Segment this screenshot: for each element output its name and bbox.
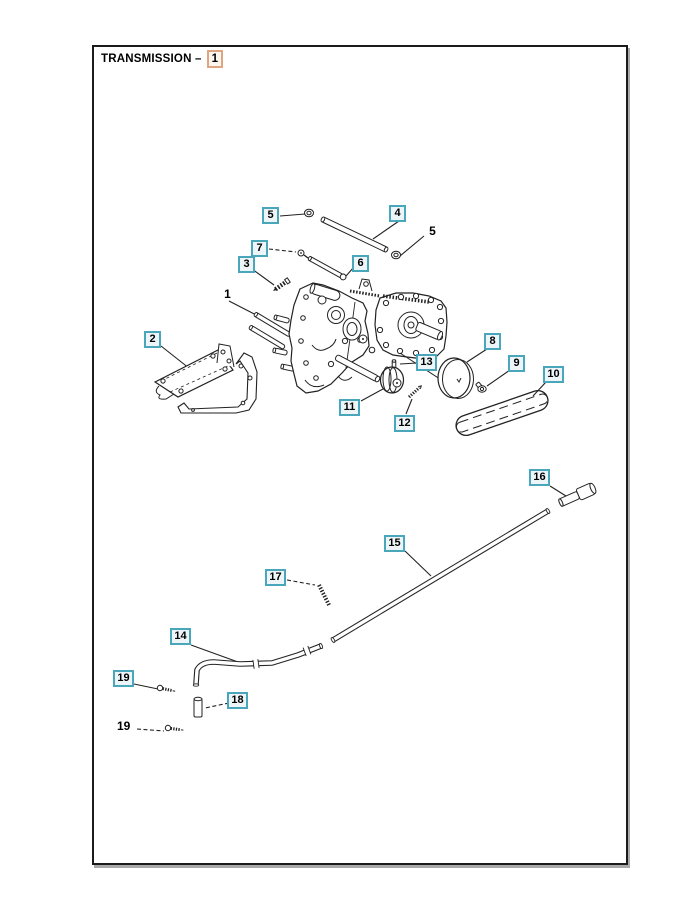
part-16-shoulder-bolt xyxy=(558,482,597,507)
callout-4: 4 xyxy=(389,205,406,222)
part-10-v-belt xyxy=(455,389,549,437)
part-12-set-screw xyxy=(407,385,422,399)
part-5-nut-left xyxy=(304,208,314,218)
leader-lines xyxy=(133,213,567,732)
callout-2: 2 xyxy=(144,331,161,348)
part-4-long-rod xyxy=(320,216,389,253)
part-9-flange-bolt xyxy=(475,381,487,393)
title-text: TRANSMISSION – xyxy=(101,53,202,65)
callout-18: 18 xyxy=(227,692,248,709)
axle-shaft xyxy=(334,354,381,383)
page-title: TRANSMISSION – 1 xyxy=(101,50,224,68)
part-18-sleeve xyxy=(193,696,203,718)
callout-5-plain: 5 xyxy=(429,224,436,238)
callout-9: 9 xyxy=(508,355,525,372)
callout-13: 13 xyxy=(416,354,437,371)
callout-16: 16 xyxy=(529,469,550,486)
callout-8: 8 xyxy=(484,333,501,350)
callout-12: 12 xyxy=(394,415,415,432)
callout-19-upper: 19 xyxy=(113,670,134,687)
callout-11: 11 xyxy=(339,399,360,416)
callout-3: 3 xyxy=(238,256,255,273)
part-1-transmission-assembly xyxy=(248,278,448,394)
callout-1-plain: 1 xyxy=(224,287,231,301)
callout-15: 15 xyxy=(384,535,405,552)
part-14-bent-rod xyxy=(192,642,324,687)
callout-10: 10 xyxy=(543,366,564,383)
title-part-number-box: 1 xyxy=(206,50,224,68)
part-15-long-shift-rod xyxy=(330,508,551,643)
part-3-bolt xyxy=(273,277,291,292)
part-11-grooved-pulley xyxy=(379,366,405,394)
part-5-nut-right xyxy=(391,250,401,260)
callout-5: 5 xyxy=(262,207,279,224)
callout-14: 14 xyxy=(170,628,191,645)
callout-6: 6 xyxy=(352,255,369,272)
part-6-short-rod xyxy=(307,256,347,281)
part-19-screw-upper xyxy=(156,684,176,693)
callout-19-lower: 19 xyxy=(117,719,131,733)
part-7-small-screw xyxy=(297,249,309,259)
callout-17: 17 xyxy=(265,569,286,586)
part-17-spring xyxy=(317,584,331,606)
diagram-frame xyxy=(92,45,628,865)
callout-7: 7 xyxy=(251,240,268,257)
part-19-screw-lower xyxy=(164,724,184,732)
part-8-pulley-disc xyxy=(437,357,474,399)
part-2-mounting-bracket xyxy=(153,343,258,414)
